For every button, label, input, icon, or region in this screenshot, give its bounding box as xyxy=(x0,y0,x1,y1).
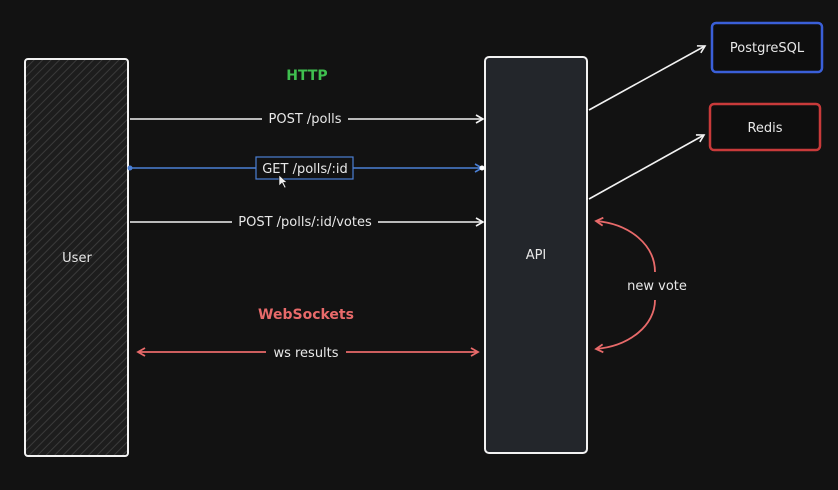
new-vote-loop[interactable]: new vote xyxy=(594,216,694,354)
ws-results-label: ws results xyxy=(273,346,338,361)
selection-handle[interactable] xyxy=(127,165,133,171)
new-vote-label: new vote xyxy=(627,279,687,294)
post-votes-edge[interactable]: POST /polls/:id/votes xyxy=(130,213,485,231)
api-to-postgres-edge[interactable] xyxy=(588,45,707,111)
user-node[interactable]: User xyxy=(24,58,129,457)
postgres-node[interactable]: PostgreSQL xyxy=(710,21,824,74)
redis-node[interactable]: Redis xyxy=(708,102,822,152)
http-section-label: HTTP xyxy=(286,68,327,84)
get-poll-edge[interactable]: GET /polls/:id xyxy=(127,156,485,189)
get-poll-label: GET /polls/:id xyxy=(262,162,348,177)
post-votes-label: POST /polls/:id/votes xyxy=(238,215,372,230)
redis-label: Redis xyxy=(747,121,782,136)
edge-label-selection-box[interactable] xyxy=(255,156,354,180)
api-node[interactable]: API xyxy=(484,56,588,454)
post-polls-label: POST /polls xyxy=(269,112,342,127)
postgres-label: PostgreSQL xyxy=(730,41,805,56)
ws-results-edge[interactable]: ws results xyxy=(136,343,480,361)
mouse-cursor-icon xyxy=(278,174,288,189)
post-polls-edge[interactable]: POST /polls xyxy=(130,110,485,128)
websockets-section-label: WebSockets xyxy=(258,307,354,323)
api-label: API xyxy=(526,248,547,263)
api-to-redis-edge[interactable] xyxy=(588,134,706,200)
selection-handle[interactable] xyxy=(479,165,485,171)
user-label: User xyxy=(62,251,92,266)
